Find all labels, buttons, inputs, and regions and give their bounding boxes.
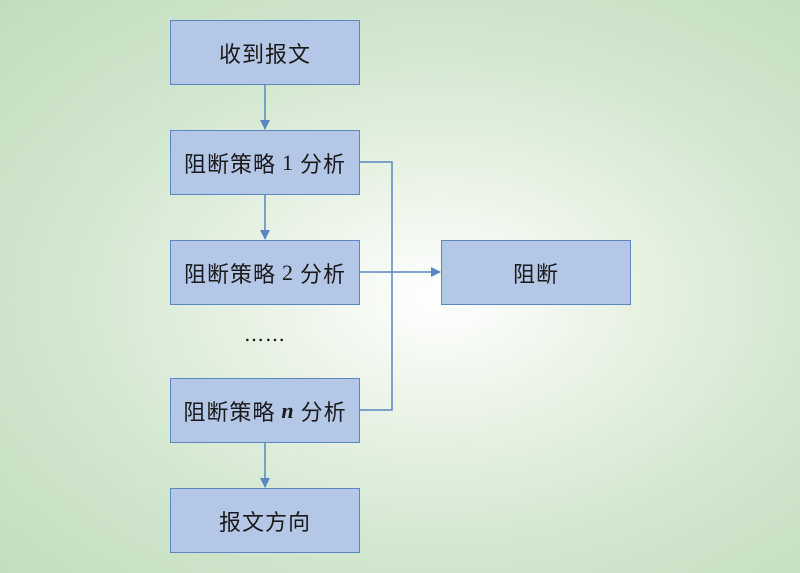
node-receive-message-label: 收到报文 — [218, 42, 311, 68]
node-block-strategy-2-suffix: 分析 — [300, 262, 347, 288]
node-receive-message: 收到报文 — [170, 20, 360, 85]
node-block-strategy-n-suffix: 分析 — [300, 400, 347, 426]
node-block-strategy-2: 阻断策略 2 分析 — [170, 240, 360, 305]
node-block-strategy-n: 阻断策略 n 分析 — [170, 378, 360, 443]
node-block-strategy-1-number: 1 — [282, 149, 294, 175]
node-block-label: 阻断 — [512, 262, 559, 288]
node-block-strategy-1-suffix: 分析 — [300, 152, 347, 178]
node-block-strategy-n-prefix: 阻断策略 — [183, 400, 276, 426]
node-message-direction-label: 报文方向 — [218, 510, 311, 536]
node-block-strategy-2-number: 2 — [282, 259, 294, 285]
ellipsis-text: …… — [244, 322, 286, 346]
connector-sn-to-bus — [360, 272, 393, 411]
node-block-strategy-1: 阻断策略 1 分析 — [170, 130, 360, 195]
node-block-strategy-n-number: n — [281, 397, 295, 423]
node-block: 阻断 — [441, 240, 631, 305]
connector-s1-to-bus — [360, 161, 393, 272]
node-block-strategy-1-prefix: 阻断策略 — [183, 152, 276, 178]
node-block-strategy-2-prefix: 阻断策略 — [183, 262, 276, 288]
node-message-direction: 报文方向 — [170, 488, 360, 553]
